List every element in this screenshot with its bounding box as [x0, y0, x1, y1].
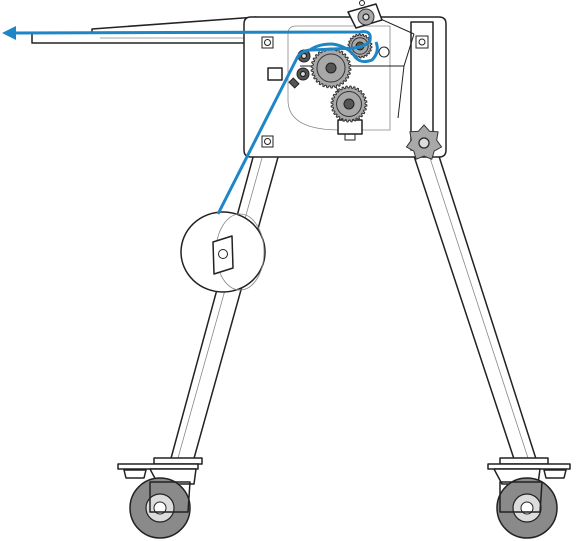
left-leg — [169, 149, 281, 463]
frame-bolt — [261, 135, 274, 148]
main-roller-hub — [325, 62, 337, 74]
right-caster[interactable] — [487, 457, 571, 539]
lower-gear-hub — [343, 98, 355, 110]
web-path-wrap — [309, 41, 379, 64]
lower-drive-gear — [330, 85, 368, 141]
machine-frame — [243, 16, 447, 158]
main-drive-roller — [310, 47, 352, 89]
left-caster[interactable] — [117, 457, 203, 539]
adjustment-knob[interactable] — [405, 124, 443, 160]
frame-bolt — [261, 36, 274, 49]
arrow-head-icon — [2, 26, 16, 40]
output-table — [31, 16, 257, 44]
clamp-handle[interactable] — [347, 0, 383, 29]
spool-mount-bracket — [212, 235, 234, 275]
feed-spool — [180, 211, 266, 293]
right-leg — [411, 149, 538, 463]
web-path — [13, 30, 372, 215]
knob-center — [418, 137, 430, 149]
